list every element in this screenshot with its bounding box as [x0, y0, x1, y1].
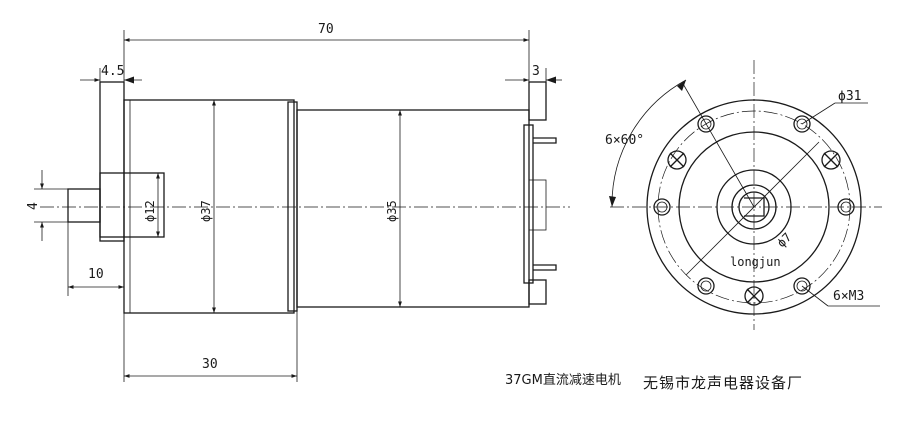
front-view: 6×60° ϕ31 ϕ7 longjun 6×M3	[605, 60, 882, 330]
dim-gearbox-dia: ϕ37	[199, 200, 213, 222]
dim-hole-angle: 6×60°	[605, 133, 644, 148]
center-boss	[716, 169, 792, 245]
dim-flange-thickness: 4.5	[101, 64, 124, 79]
gearbox-body	[123, 99, 295, 314]
output-shaft	[67, 188, 101, 223]
terminal-bottom	[533, 264, 557, 271]
dim-hole-circle: ϕ31	[838, 89, 861, 104]
terminal-top	[533, 137, 557, 144]
outer-flange	[646, 99, 862, 315]
center-recess	[731, 184, 777, 230]
motor-body	[296, 109, 530, 308]
dim-rear-offset: 3	[532, 64, 540, 79]
dim-center-dia: ϕ7	[774, 230, 794, 250]
shaft-end	[738, 191, 770, 223]
company-caption: 无锡市龙声电器设备厂	[643, 374, 803, 392]
dim-motor-dia: ϕ35	[385, 200, 399, 222]
gearbox-motor-joint	[287, 101, 298, 312]
dim-screw-holes: 6×M3	[833, 289, 864, 304]
dim-shaft-dia: 4	[26, 202, 41, 210]
screw-heads	[667, 150, 841, 306]
brand-mark: longjun	[730, 255, 781, 269]
dim-overall-length: 70	[318, 22, 334, 37]
side-view: 70 4.5 3 4 10 ϕ12 ϕ37 ϕ35	[26, 22, 570, 382]
dim-boss-dia: ϕ12	[143, 200, 157, 222]
rear-end-cap	[528, 81, 547, 121]
model-caption: 37GM直流减速电机	[505, 373, 621, 388]
mounting-flange	[99, 81, 125, 242]
mounting-holes	[653, 115, 855, 295]
hole-circle	[657, 110, 851, 304]
inner-ring	[678, 131, 830, 283]
dim-shaft-length: 10	[88, 267, 104, 282]
dim-gearbox-length: 30	[202, 357, 218, 372]
